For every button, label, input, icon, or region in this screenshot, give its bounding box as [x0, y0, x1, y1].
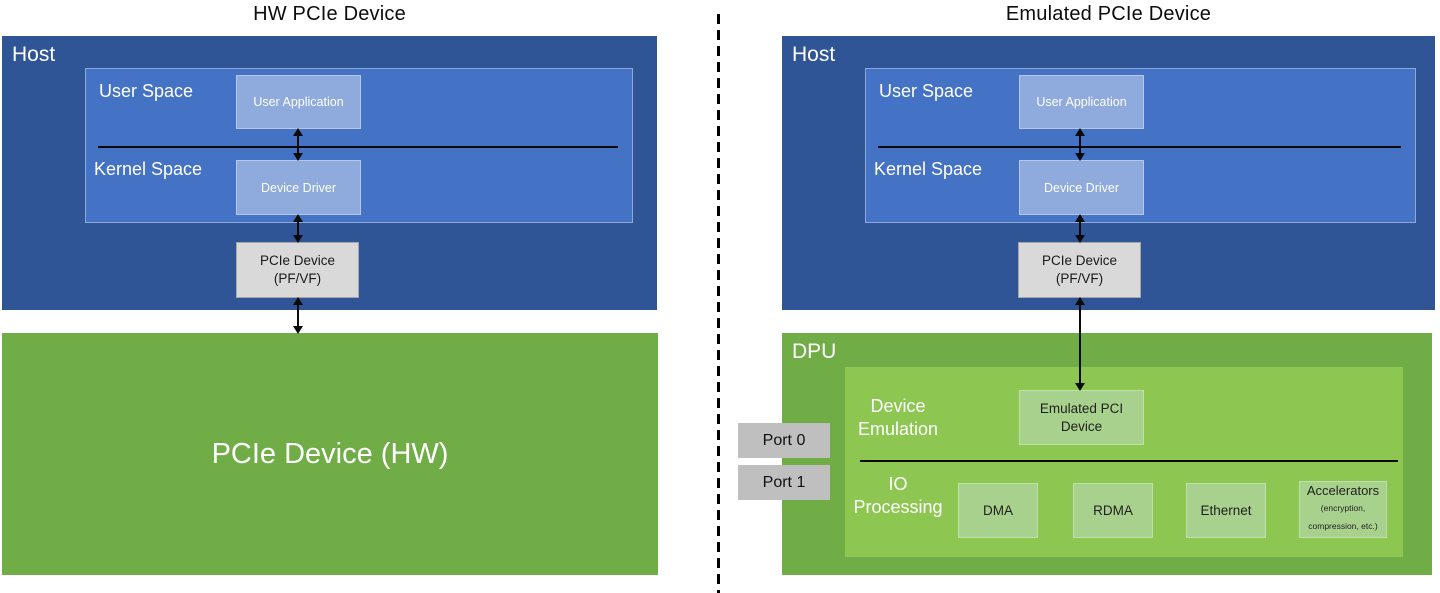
- accelerators-subtitle-line1: (encryption,: [1320, 503, 1366, 514]
- accelerators-subtitle-line2: compression, etc.): [1308, 520, 1378, 531]
- arrow-shaft: [1079, 219, 1081, 238]
- dpu-inner-panel: Device Emulation Emulated PCI Device IO …: [845, 367, 1403, 557]
- hw-pcie-device-label: PCIe Device (HW): [211, 437, 449, 470]
- hw-pcie-device-box: PCIe Device (HW): [2, 333, 658, 575]
- arrow-shaft: [1079, 133, 1081, 156]
- bidir-arrow-driver-pcie-left: [292, 214, 304, 243]
- user-space-label-right: User Space: [879, 81, 974, 101]
- host-box-left: Host User Space User Application Kernel …: [2, 36, 657, 310]
- arrowhead-up: [293, 214, 303, 222]
- pcie-device-line1: PCIe Device: [1041, 253, 1118, 269]
- pcie-device-line2: (PF/VF): [273, 271, 322, 286]
- left-column-title: HW PCIe Device: [253, 3, 406, 25]
- pcie-device-pf-vf-box-left: PCIe Device (PF/VF): [236, 242, 359, 298]
- emulation-io-divider: [860, 460, 1398, 462]
- device-emulation-label: Device Emulation: [857, 396, 939, 440]
- arrowhead-down: [1075, 153, 1085, 161]
- arrowhead-down: [1075, 383, 1085, 391]
- arrowhead-up: [293, 297, 303, 305]
- bidir-arrow-pcie-hw-left: [292, 297, 304, 334]
- dashed-separator-line: [717, 14, 720, 593]
- arrow-shaft: [1079, 302, 1081, 386]
- rdma-box: RDMA: [1073, 483, 1153, 538]
- emulated-pci-device-box: Emulated PCI Device: [1019, 390, 1144, 445]
- kernel-space-label-right: Kernel Space: [874, 159, 983, 179]
- pcie-device-pf-vf-box-right: PCIe Device (PF/VF): [1018, 242, 1141, 298]
- io-processing-label: IO Processing: [853, 474, 943, 518]
- user-application-box-left: User Application: [236, 75, 361, 129]
- user-space-label-left: User Space: [99, 81, 194, 101]
- host-label-right: Host: [792, 43, 836, 66]
- host-box-right: Host User Space User Application Kernel …: [782, 36, 1435, 310]
- pcie-device-line2: (PF/VF): [1055, 271, 1104, 286]
- accelerators-box: Accelerators (encryption, compression, e…: [1299, 481, 1387, 538]
- dpu-label: DPU: [792, 340, 837, 363]
- arrow-shaft: [297, 133, 299, 156]
- bidir-arrow-driver-pcie-right: [1074, 214, 1086, 243]
- arrowhead-up: [293, 128, 303, 136]
- user-kernel-panel-left: User Space User Application Kernel Space…: [85, 68, 633, 223]
- pcie-device-line1: PCIe Device: [259, 253, 336, 269]
- user-kernel-panel-right: User Space User Application Kernel Space…: [865, 68, 1416, 223]
- bidir-arrow-pcie-emulated-device: [1074, 297, 1086, 391]
- kernel-space-label-left: Kernel Space: [94, 159, 203, 179]
- device-driver-box-right: Device Driver: [1019, 160, 1144, 215]
- ethernet-box: Ethernet: [1186, 483, 1266, 538]
- port-0-tab: Port 0: [738, 423, 830, 458]
- bidir-arrow-userapp-driver-left: [292, 128, 304, 161]
- arrowhead-down: [1075, 235, 1085, 243]
- user-application-box-right: User Application: [1019, 75, 1144, 129]
- arrowhead-down: [293, 153, 303, 161]
- dma-box: DMA: [958, 483, 1038, 538]
- arrow-shaft: [297, 219, 299, 238]
- arrowhead-down: [293, 326, 303, 334]
- dpu-box: DPU Device Emulation Emulated PCI Device…: [782, 333, 1432, 575]
- accelerators-title: Accelerators: [1306, 483, 1380, 499]
- port-1-tab: Port 1: [738, 465, 830, 500]
- user-kernel-divider-right: [878, 146, 1401, 148]
- device-driver-box-left: Device Driver: [236, 160, 361, 215]
- right-column-title: Emulated PCIe Device: [1005, 3, 1212, 25]
- arrowhead-up: [1075, 214, 1085, 222]
- host-label-left: Host: [12, 43, 56, 66]
- bidir-arrow-userapp-driver-right: [1074, 128, 1086, 161]
- arrowhead-down: [293, 235, 303, 243]
- arrowhead-up: [1075, 128, 1085, 136]
- arrow-shaft: [297, 302, 299, 329]
- arrowhead-up: [1075, 297, 1085, 305]
- user-kernel-divider-left: [98, 146, 618, 148]
